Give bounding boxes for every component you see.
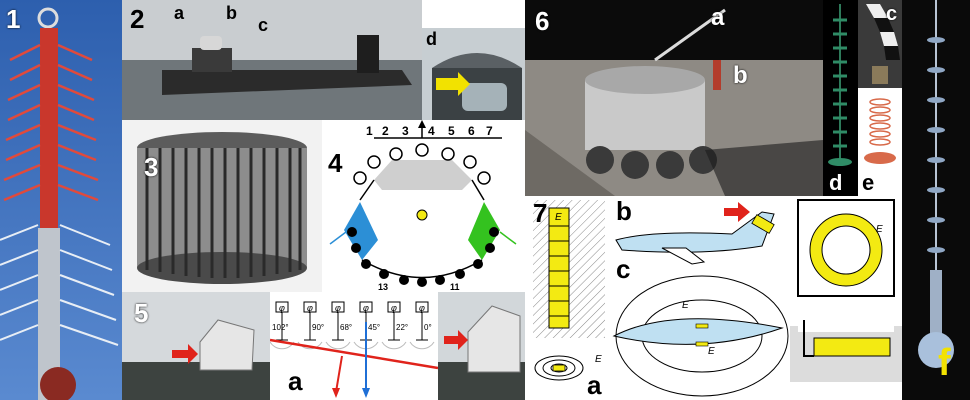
panel-5a-phase-diagram: φ φ φ φ φ φ 102° 90° 68° 45° 22° 0° a [270,292,438,400]
panel-5-radar-photo-left: 5 [122,292,270,400]
node-label-2: 2 [382,124,389,138]
panel-f-label: f [938,342,951,384]
spring-illustration [864,98,896,164]
panel-6-lunar-rover-photo: 6 a b [525,0,823,196]
field-label-lower: E [708,346,715,357]
rover-illustration [525,0,823,196]
panel-1-antenna-tower: 1 [0,0,122,400]
angle-label-2: 90° [312,323,324,332]
phi-label-3: φ [335,303,341,313]
panel-7de-ring-and-cross-section: E d e [790,196,902,400]
red-arrow-left [172,344,198,364]
field-label-loops: E [595,354,602,365]
red-pointer-arrow [724,202,750,222]
panel-4-array-diagram: 1 2 3 4 5 6 7 13 11 4 [322,120,525,292]
panel-7-number: 7 [533,198,548,228]
node-label-5: 5 [448,124,455,138]
panel-right-label-e: e [862,170,875,195]
panel-2d-inset-photo: d [422,28,525,120]
panel-right-spring-photo: e [858,88,902,196]
green-sector [468,202,500,260]
phi-label-5: φ [391,303,397,313]
field-label-ring: E [876,224,883,235]
phi-label-2: φ [307,303,313,313]
slot-yellow [548,207,570,329]
angle-label-1: 102° [272,323,289,332]
node-label-1: 1 [366,124,373,138]
yellow-ring [810,214,882,286]
panel-7-label-b: b [616,196,632,226]
radar-building-right [438,292,525,400]
radar-building-left [122,292,270,400]
node-label-4: 4 [428,124,435,138]
angle-label-6: 0° [424,323,432,332]
panel-6-label-b: b [733,62,748,89]
cross-section-yellow [813,337,891,357]
panel-7-label-c: c [616,254,631,284]
panel-4-number: 4 [328,148,343,178]
panel-3-number: 3 [144,152,159,182]
phi-label-4: φ [363,303,369,313]
panel-5-label-a: a [288,366,303,396]
inset-hatch-illustration [422,28,525,120]
tower-illustration [0,0,122,400]
panel-3-cylinder-array-photo: 3 [122,120,322,292]
angle-label-3: 68° [340,323,352,332]
panel-7bc-aircraft-diagrams: E E b c [612,196,790,400]
panel-5-number: 5 [134,298,149,328]
submarine-illustration [122,0,422,120]
panel-1-number: 1 [6,4,21,34]
panel-2-number: 2 [130,4,145,34]
array-diagram: 1 2 3 4 5 6 7 13 11 [329,120,517,292]
field-label-upper: E [682,300,689,311]
inset-yellow-arrow [436,72,470,96]
red-beam-arrow [335,355,343,393]
panel-2-label-b: b [226,3,237,23]
panel-2-label-a: a [174,3,185,23]
node-label-7: 7 [486,124,493,138]
node-label-11: 11 [450,282,460,292]
phi-label-1: φ [279,303,285,313]
phase-diagram: φ φ φ φ φ φ 102° 90° 68° 45° 22° 0° [270,301,438,398]
angle-label-4: 45° [368,323,380,332]
panel-2-label-c: c [258,15,269,35]
node-label-3: 3 [402,124,409,138]
panel-5-radar-photo-right [438,292,525,400]
panel-right-helical-antenna: d [823,0,858,196]
red-wavefront [270,338,438,370]
slot-field-diagram: E E [533,200,605,381]
panel-2-label-d: d [426,29,437,49]
node-label-6: 6 [468,124,475,138]
panel-7-label-a: a [587,370,602,400]
cylinder-array-illustration [137,132,307,284]
panel-right-label-d: d [829,170,843,195]
helical-antenna-illustration [828,4,852,166]
aircraft-field-diagram: E E [612,202,789,397]
field-label-slot: E [555,212,562,223]
node-label-13: 13 [378,282,388,292]
ring-diagram: E [790,199,902,382]
panel-6-label-a: a [711,4,725,31]
panel-right-striped-photo: c [858,0,902,88]
panel-6-number: 6 [535,6,550,36]
blue-sector [344,202,378,260]
angle-label-5: 22° [396,323,408,332]
mast-illustration [918,0,954,368]
panel-f-mast-photo: f [902,0,970,400]
red-arrow-right [444,330,468,350]
panel-7a-slot-diagram: E E 7 a [525,196,612,400]
striped-object-illustration [858,0,902,88]
panel-2-submarine-photo: 2 a b c [122,0,422,120]
panel-right-label-c: c [886,3,898,25]
phi-label-6: φ [419,303,425,313]
